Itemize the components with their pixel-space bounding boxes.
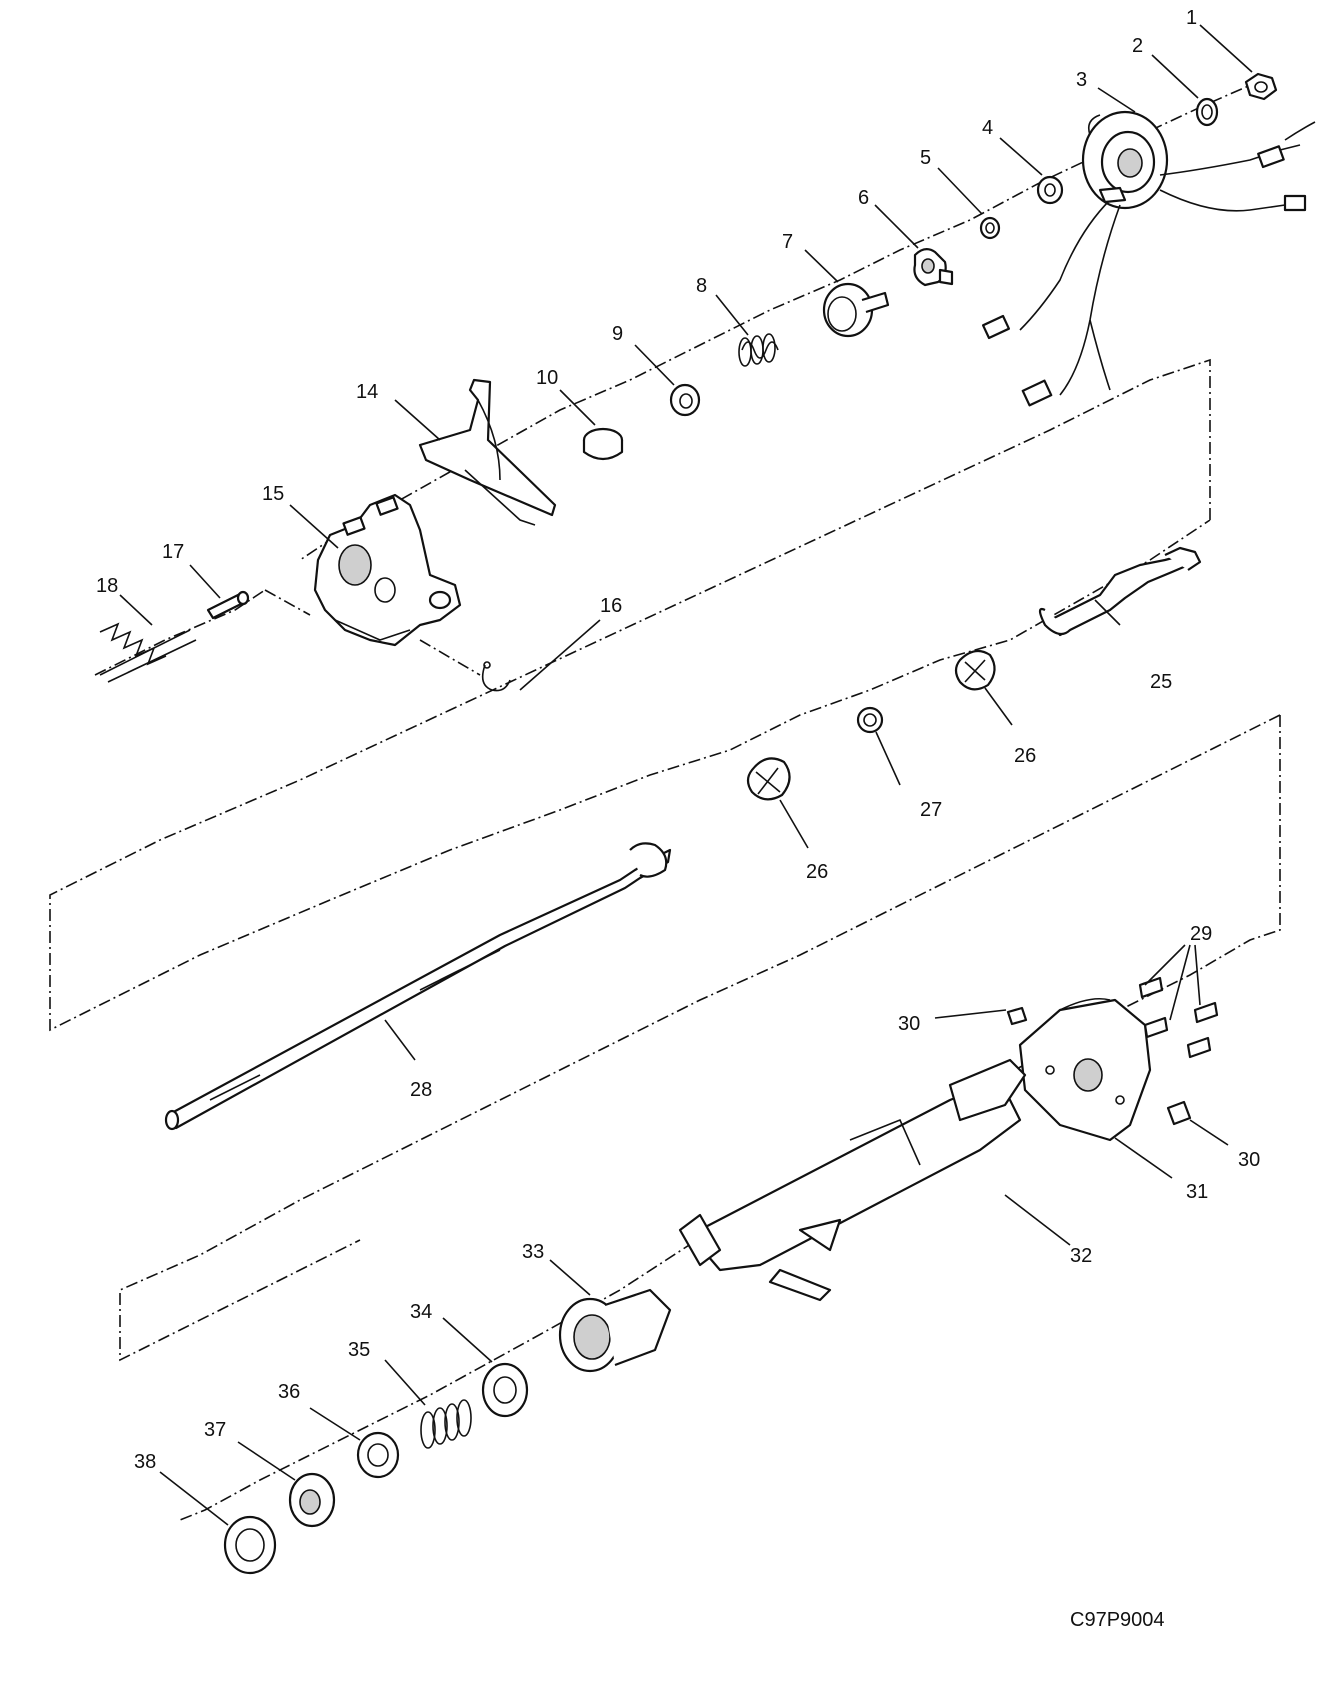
callout-37: 37 <box>204 1419 226 1441</box>
callout-5: 5 <box>920 147 931 169</box>
callout-30a: 30 <box>898 1013 920 1035</box>
part-28-lower-shaft <box>164 842 672 1131</box>
callout-34: 34 <box>410 1301 432 1323</box>
callout-15: 15 <box>262 483 284 505</box>
leader-lines <box>119 24 1253 1526</box>
callout-6: 6 <box>858 187 869 209</box>
callout-18: 18 <box>96 575 118 597</box>
callout-10: 10 <box>536 367 558 389</box>
part-18-spring <box>99 622 197 683</box>
callout-4: 4 <box>982 117 993 139</box>
callout-28: 28 <box>410 1079 432 1101</box>
callout-33: 33 <box>522 1241 544 1263</box>
part-10-bearing <box>582 427 624 461</box>
callout-29: 29 <box>1190 923 1212 945</box>
callout-27: 27 <box>920 799 942 821</box>
callout-1: 1 <box>1186 7 1197 29</box>
callout-25: 25 <box>1150 671 1172 693</box>
callout-14: 14 <box>356 381 378 403</box>
part-6-actuator-sector <box>913 248 954 287</box>
part-37-bearing-retainer <box>288 1472 336 1528</box>
figure-code: C97P9004 <box>1070 1609 1165 1631</box>
part-31-housing <box>1018 997 1152 1142</box>
callout-35: 35 <box>348 1339 370 1361</box>
part-35-spring <box>420 1399 472 1449</box>
callout-9: 9 <box>612 323 623 345</box>
part-25-upper-shaft <box>1038 546 1202 637</box>
part-16-spring-clip <box>481 661 511 692</box>
part-2-retaining-ring <box>1195 97 1219 127</box>
callout-32: 32 <box>1070 1245 1092 1267</box>
part-26-centering-sphere-upper <box>954 649 996 691</box>
part-27-preload-spring <box>856 706 884 734</box>
callout-7: 7 <box>782 231 793 253</box>
callout-16: 16 <box>600 595 622 617</box>
part-26-centering-sphere-lower <box>746 757 791 801</box>
part-29-bolts <box>1138 976 1219 1059</box>
part-9-cam <box>669 383 701 417</box>
callout-26b: 26 <box>806 861 828 883</box>
part-4-washer <box>1036 175 1064 205</box>
part-34-bearing <box>481 1362 529 1418</box>
part-36-retainer <box>356 1431 400 1479</box>
callout-30b: 30 <box>1238 1149 1260 1171</box>
part-5-ring <box>979 216 1001 240</box>
callout-38: 38 <box>134 1451 156 1473</box>
part-15-lock-housing <box>313 493 462 647</box>
part-33-bearing-adapter <box>558 1288 672 1373</box>
part-30-pins <box>1006 1006 1192 1126</box>
callout-26a: 26 <box>1014 745 1036 767</box>
callout-31: 31 <box>1186 1181 1208 1203</box>
callout-3: 3 <box>1076 69 1087 91</box>
part-38-bearing <box>223 1515 277 1575</box>
callouts: 1 2 3 4 5 6 7 8 9 10 14 15 16 17 18 25 2… <box>96 7 1260 1473</box>
callout-2: 2 <box>1132 35 1143 57</box>
callout-17: 17 <box>162 541 184 563</box>
part-32-column-jacket <box>678 1058 1027 1302</box>
part-8-spring <box>738 333 779 367</box>
part-7-thrust-cup <box>822 282 890 338</box>
part-14-bracket <box>418 378 557 526</box>
part-3-coil-assembly <box>981 110 1316 407</box>
part-1-nut <box>1244 72 1278 101</box>
callout-36: 36 <box>278 1381 300 1403</box>
part-17-pin <box>206 590 250 620</box>
callout-8: 8 <box>696 275 707 297</box>
